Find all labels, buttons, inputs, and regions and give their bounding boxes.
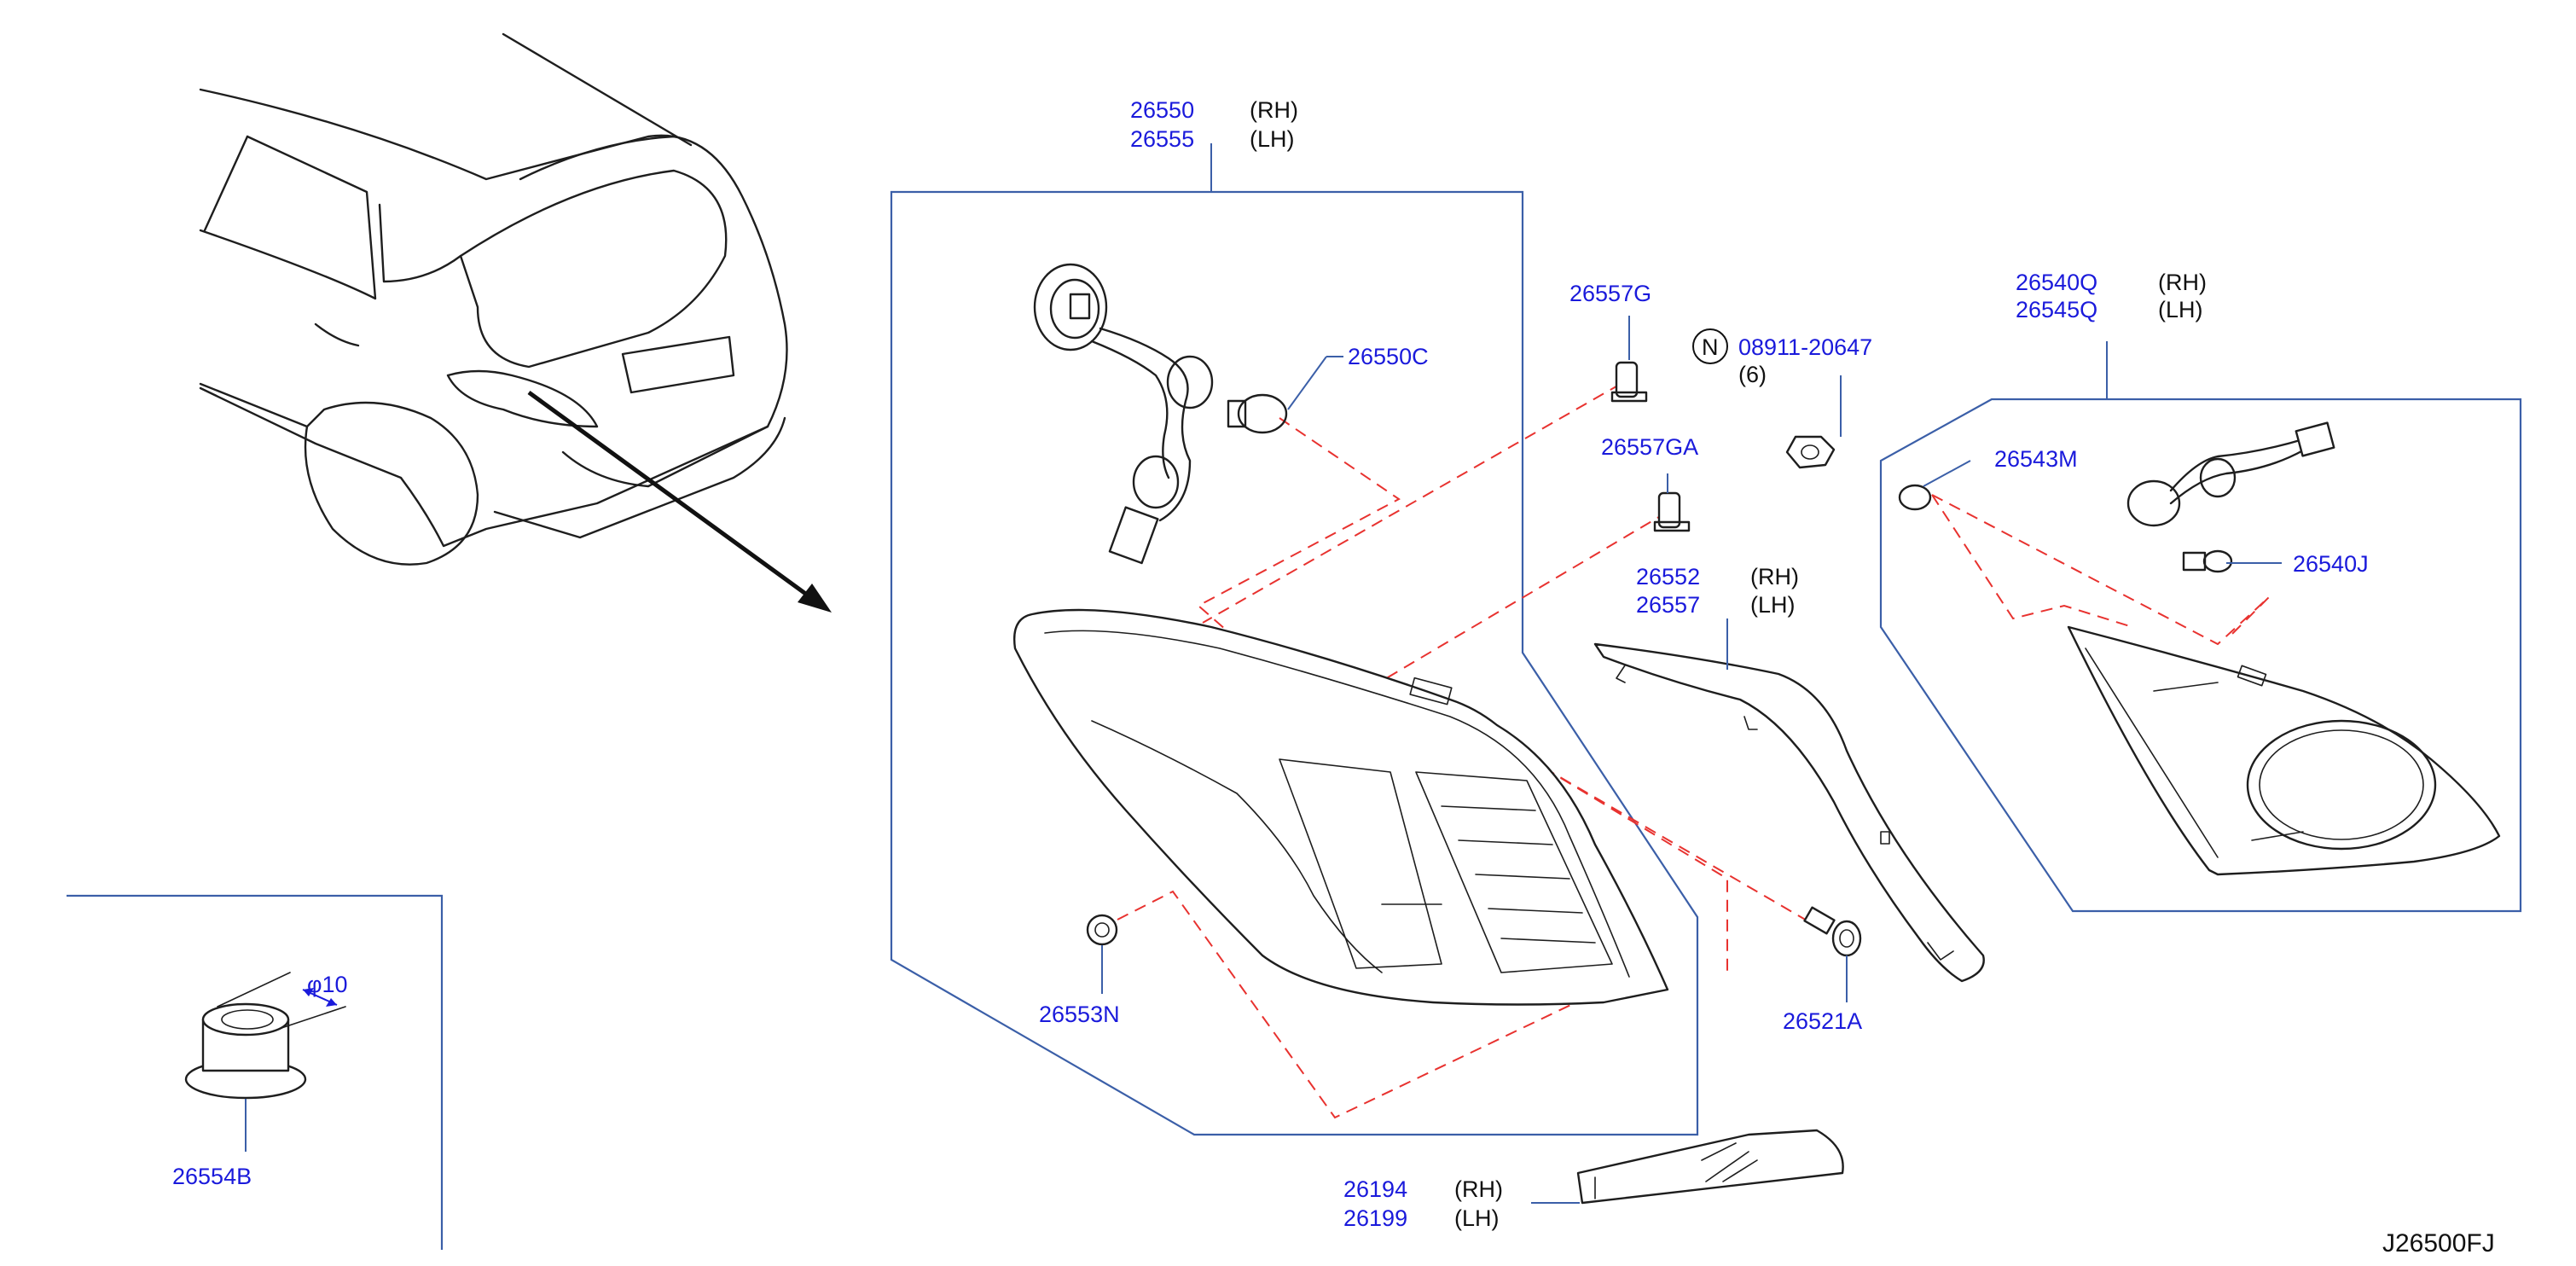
inner-lamp-socket-harness [2126, 421, 2335, 527]
frame-detail-inset [67, 894, 444, 1250]
part-number: 26557 [1636, 592, 1700, 618]
diagram-code: J26500FJ [2382, 1229, 2495, 1257]
assembly-guide-lines [1117, 383, 2270, 1119]
part-number: 26553N [1039, 1002, 1120, 1027]
callout-26550[interactable]: 26550 (RH) 26555 (LH) [1130, 97, 1298, 152]
side-label: (LH) [1250, 126, 1295, 152]
side-label: (RH) [1250, 97, 1298, 123]
inner-lamp-26540Q [2067, 625, 2501, 876]
part-number: 26521A [1783, 1008, 1862, 1034]
part-number: 26557G [1569, 281, 1651, 306]
frame-inner-lamp [1879, 398, 2522, 913]
part-number: 26550C [1348, 344, 1429, 369]
callout-26540Q[interactable]: 26540Q (RH) 26545Q (LH) [2016, 270, 2207, 322]
bulb-26540J [2182, 549, 2233, 573]
quantity-label: (6) [1738, 362, 1767, 387]
callout-26557G[interactable]: 26557G [1569, 281, 1651, 306]
side-label: (LH) [1454, 1205, 1500, 1231]
side-label: (LH) [2158, 297, 2203, 322]
part-number: 26194 [1343, 1176, 1407, 1202]
part-number: 26543M [1994, 446, 2078, 472]
pointer-arrow [527, 390, 832, 613]
side-label: (RH) [2158, 270, 2207, 295]
callout-26557GA[interactable]: 26557GA [1601, 434, 1698, 460]
n-symbol-label: N [1702, 334, 1719, 360]
part-number: 26540J [2293, 551, 2369, 577]
n-symbol-icon [1692, 328, 1728, 364]
reflector-26194 [1576, 1129, 1844, 1205]
part-number: 26199 [1343, 1205, 1407, 1231]
gasket-26543M [1898, 484, 1932, 511]
part-number: 26555 [1130, 126, 1194, 152]
callout-26521A[interactable]: 26521A [1783, 1008, 1862, 1034]
side-label: (LH) [1750, 592, 1796, 618]
part-number: 26540Q [2016, 270, 2097, 295]
callout-26194[interactable]: 26194 (RH) 26199 (LH) [1343, 1176, 1503, 1231]
bulb-26550C [1227, 393, 1288, 434]
part-number: 26554B [172, 1164, 252, 1189]
clip-26557GA [1653, 491, 1691, 532]
part-number: 26550 [1130, 97, 1194, 123]
callout-26543M[interactable]: 26543M [1994, 446, 2078, 472]
callout-26540J[interactable]: 26540J [2293, 551, 2369, 577]
side-label: (RH) [1750, 564, 1799, 589]
part-number: 26557GA [1601, 434, 1698, 460]
vehicle-rear-view [199, 32, 788, 566]
part-number: 08911-20647 [1738, 334, 1872, 360]
side-label: (RH) [1454, 1176, 1503, 1202]
screw-26521A [1803, 906, 1862, 957]
part-number: 26545Q [2016, 297, 2097, 322]
part-number: 26552 [1636, 564, 1700, 589]
frame-rear-combination-lamp [890, 190, 1699, 1136]
rear-combination-lamp [1013, 608, 1669, 1006]
nut-08911 [1785, 435, 1836, 469]
leader-lines [245, 143, 2282, 1204]
clip-26557G [1610, 361, 1648, 403]
callout-26553N[interactable]: 26553N [1039, 1002, 1120, 1027]
dimension-label: φ10 [307, 972, 348, 997]
grommet-26553N [1086, 914, 1118, 946]
callout-08911-20647[interactable]: N 08911-20647 (6) [1692, 328, 1872, 387]
callout-26554B[interactable]: φ10 26554B [172, 972, 348, 1189]
clip-26554B [184, 972, 346, 1100]
finisher-26552 [1593, 642, 1985, 983]
bulb-socket-harness [1033, 263, 1214, 565]
callout-26550C[interactable]: 26550C [1348, 344, 1429, 369]
callout-26552[interactable]: 26552 (RH) 26557 (LH) [1636, 564, 1799, 618]
